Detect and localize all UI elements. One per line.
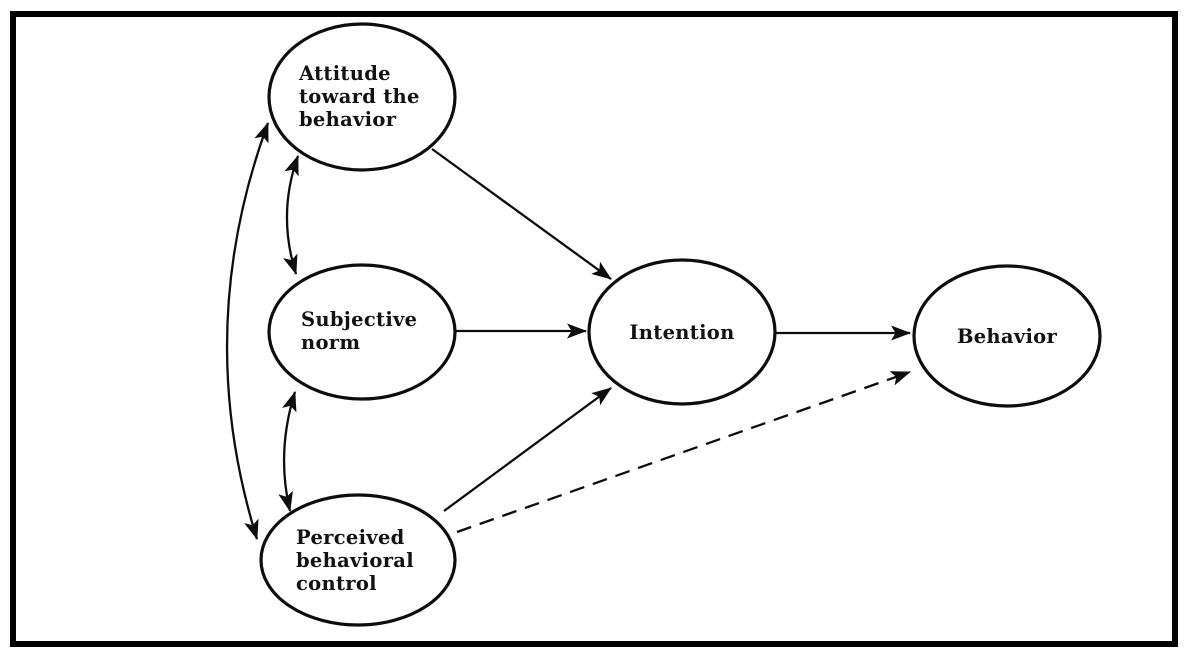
node-intention-label: Intention [629,321,735,344]
node-subjective-norm-line-2: norm [301,331,361,354]
node-perceived-control-label: Perceived behavioral control [296,526,414,595]
node-subjective-norm-ellipse [267,263,457,401]
node-intention-ellipse [587,258,777,406]
edge-perceived-control-to-intention [443,387,612,512]
node-attitude-label: Attitude toward the behavior [299,62,420,131]
node-perceived-control-line-3: control [296,572,377,595]
node-behavior-label: Behavior [956,325,1058,348]
node-attitude-line-3: behavior [299,108,397,131]
node-perceived-control-ellipse [259,493,457,627]
edge-attitude-to-intention [431,148,612,280]
edge-subjective-norm-perceived-control-curve [278,391,297,512]
node-subjective-norm-line-1: Subjective [301,308,418,331]
edge-attitude-subjective-norm-curve [283,155,300,275]
node-perceived-control-line-2: behavioral [296,549,414,572]
node-attitude-ellipse [267,22,457,172]
node-subjective-norm-label: Subjective norm [301,308,417,354]
edge-attitude-perceived-control-curve [225,122,270,540]
node-attitude-line-1: Attitude [299,62,391,85]
edge-perceived-control-to-behavior-dashed [456,370,911,534]
node-attitude-line-2: toward the [299,85,420,108]
node-perceived-control-line-1: Perceived [296,526,405,549]
node-behavior-ellipse [912,264,1102,408]
